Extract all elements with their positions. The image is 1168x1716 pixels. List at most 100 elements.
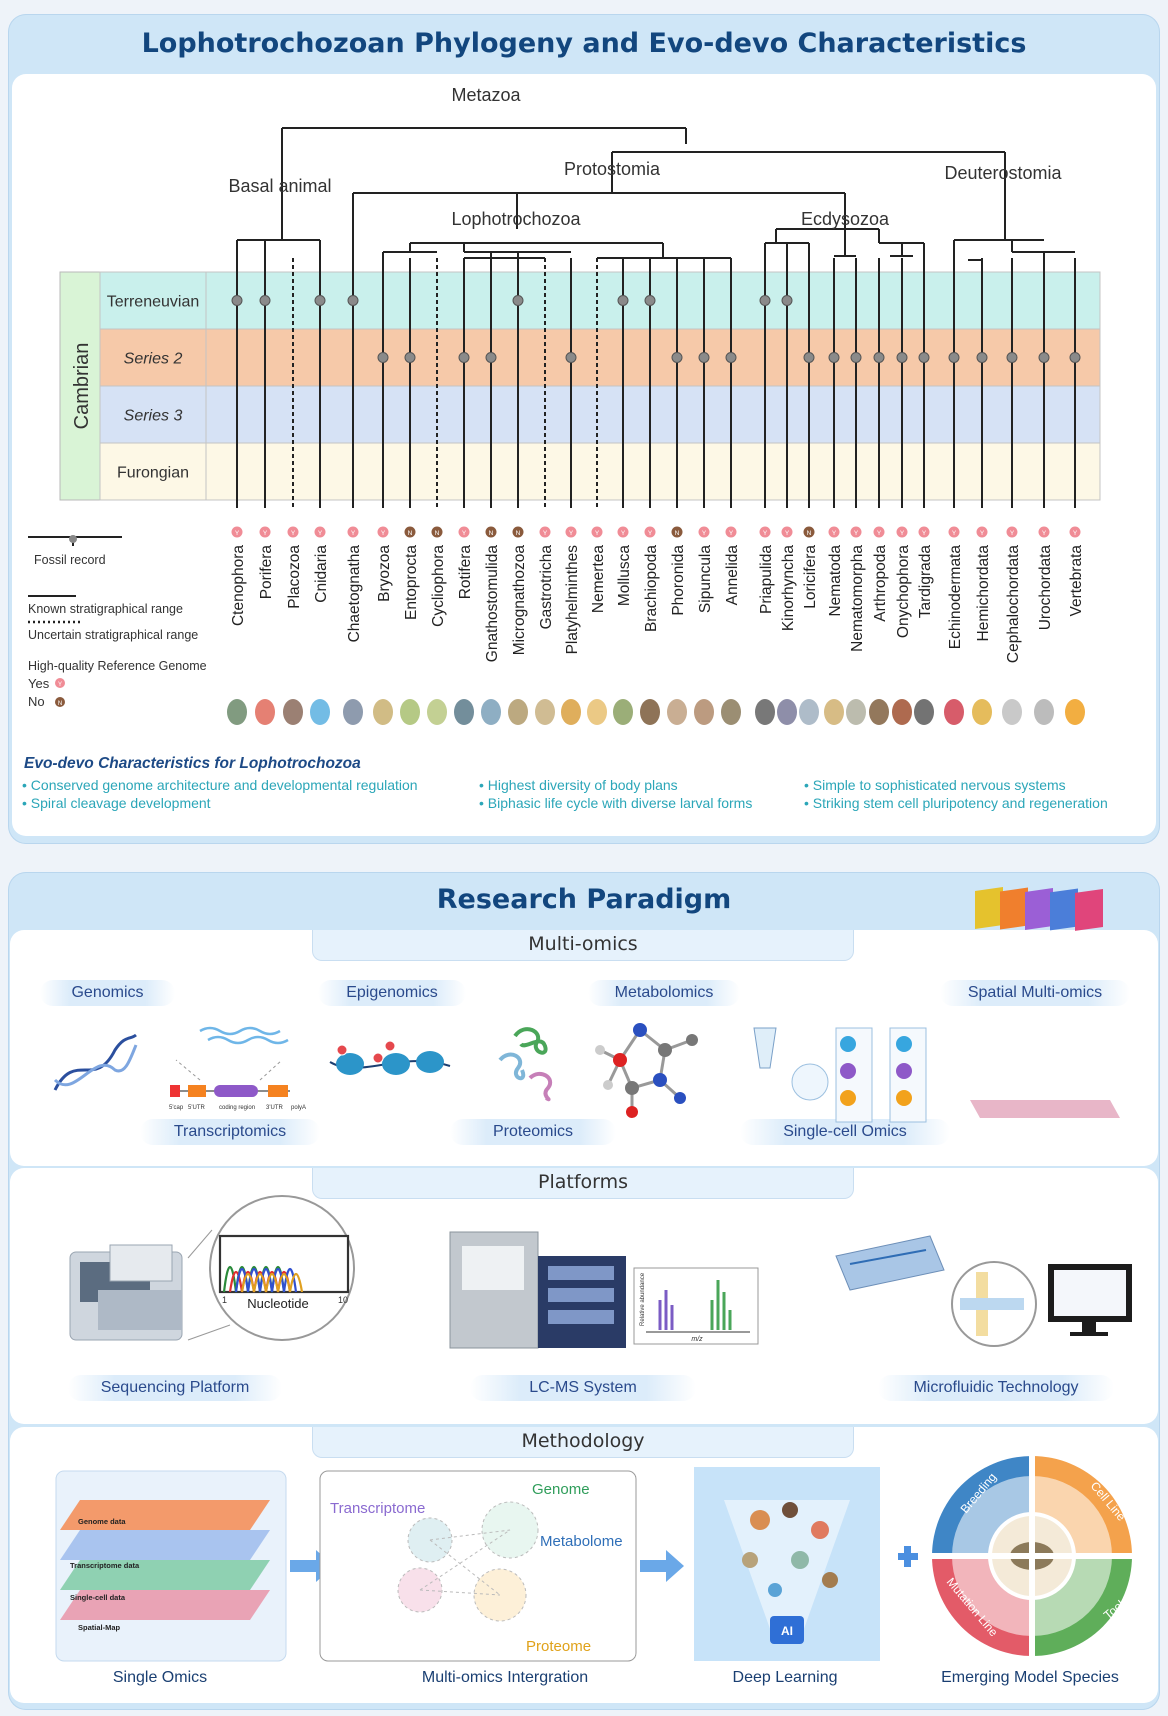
- yes-genome-marker-30: [1038, 526, 1050, 538]
- yes-marker-icon: [55, 678, 65, 688]
- genome-marker-label-27: Y: [952, 530, 957, 537]
- proteomics-pill: Proteomics: [450, 1119, 616, 1145]
- genome-marker-label-0: Y: [235, 530, 240, 537]
- genome-marker-label-31: Y: [1073, 530, 1078, 537]
- integration-caption: Multi-omics Intergration: [421, 1669, 589, 1686]
- epoch-band-2: [205, 385, 1101, 444]
- genome-marker-label-14: Y: [621, 530, 626, 537]
- epoch-label-1: Series 2: [124, 351, 183, 368]
- evodevo-title: Evo-devo Characteristics for Lophotrocho…: [24, 755, 361, 772]
- genome-marker-label-6: N: [408, 530, 413, 537]
- evodevo-item-3: Highest diversity of body plans: [479, 777, 678, 793]
- yes-genome-marker-28: [976, 526, 988, 538]
- yes-genome-marker-26: [918, 526, 930, 538]
- genome-marker-label-11: Y: [543, 530, 548, 537]
- genome-marker-label-7: N: [435, 530, 440, 537]
- yes-genome-marker-31: [1069, 526, 1081, 538]
- yes-genome-marker-20: [781, 526, 793, 538]
- yes-genome-marker-3: [314, 526, 326, 538]
- methodology-title: Methodology: [312, 1427, 854, 1458]
- taxon-label-9: Gnathostomulida: [484, 545, 501, 663]
- yes-genome-marker-15: [644, 526, 656, 538]
- taxon-label-11: Gastrotricha: [538, 545, 555, 630]
- organism-22-icon: [824, 699, 844, 725]
- taxon-label-23: Nematomorpha: [849, 545, 866, 652]
- yes-genome-marker-8: [458, 526, 470, 538]
- fossil-dot-22: [828, 352, 840, 363]
- yes-genome-marker-11: [539, 526, 551, 538]
- cambrian-label: Cambrian: [71, 343, 93, 430]
- organism-26-icon: [914, 699, 934, 725]
- taxon-label-12: Platyhelminthes: [564, 545, 581, 655]
- metabolomics-pill: Metabolomics: [588, 980, 740, 1006]
- fossil-dot-23: [850, 352, 862, 363]
- organism-1-icon: [255, 699, 275, 725]
- yes-genome-marker-18: [725, 526, 737, 538]
- yes-genome-marker-17: [698, 526, 710, 538]
- genome-marker-label-19: Y: [763, 530, 768, 537]
- fossil-marker-legend: [69, 535, 77, 543]
- fossil-dot-17: [698, 352, 710, 363]
- fossil-dot-26: [918, 352, 930, 363]
- spatial-pill: Spatial Multi-omics: [940, 980, 1130, 1006]
- taxon-label-28: Hemichordata: [975, 545, 992, 642]
- legend-uncertain: Uncertain stratigraphical range: [28, 628, 198, 642]
- phylogeny-title: Lophotrochozoan Phylogeny and Evo-devo C…: [141, 28, 1027, 59]
- genome-marker-label-8: Y: [462, 530, 467, 537]
- no-genome-marker-16: [671, 526, 683, 538]
- legend-genome: High-quality Reference Genome: [28, 659, 207, 673]
- genome-marker-label-2: Y: [291, 530, 296, 537]
- epoch-band-1: [205, 328, 1101, 387]
- organism-14-icon: [613, 699, 633, 725]
- epoch-label-2: Series 3: [124, 408, 183, 425]
- organism-9-icon: [481, 699, 501, 725]
- basal-label: Basal animal: [228, 176, 331, 196]
- taxon-label-22: Nematoda: [827, 545, 844, 617]
- organism-12-icon: [561, 699, 581, 725]
- legend-known: Known stratigraphical range: [28, 602, 183, 616]
- organism-3-icon: [310, 699, 330, 725]
- paradigm-title: Research Paradigm: [436, 884, 732, 915]
- taxon-label-30: Urochordata: [1037, 545, 1054, 631]
- fossil-dot-4: [347, 295, 359, 306]
- yes-genome-marker-5: [377, 526, 389, 538]
- microfluidic-pill: Microfluidic Technology: [878, 1375, 1114, 1401]
- yes-genome-marker-13: [591, 526, 603, 538]
- genome-marker-label-9: N: [489, 530, 494, 537]
- organism-28-icon: [972, 699, 992, 725]
- organism-31-icon: [1065, 699, 1085, 725]
- fossil-dot-3: [314, 295, 326, 306]
- organism-15-icon: [640, 699, 660, 725]
- genome-marker-label-10: N: [516, 530, 521, 537]
- taxon-label-21: Loricifera: [802, 545, 819, 609]
- fossil-dot-31: [1069, 352, 1081, 363]
- singlecell-pill: Single-cell Omics: [740, 1119, 950, 1145]
- methodology-section: [10, 1427, 1158, 1703]
- taxon-label-2: Placozoa: [286, 545, 303, 609]
- genome-marker-label-15: Y: [648, 530, 653, 537]
- fossil-dot-27: [948, 352, 960, 363]
- taxon-label-31: Vertebrata: [1068, 545, 1085, 617]
- taxon-label-17: Sipuncula: [697, 545, 714, 613]
- organism-icons: [227, 699, 1085, 725]
- evodevo-item-2: Spiral cleavage development: [22, 795, 211, 811]
- epigenomics-pill: Epigenomics: [318, 980, 466, 1006]
- organism-8-icon: [454, 699, 474, 725]
- organism-6-icon: [400, 699, 420, 725]
- metazoa-label: Metazoa: [451, 85, 521, 105]
- organism-27-icon: [944, 699, 964, 725]
- genome-marker-label-25: Y: [900, 530, 905, 537]
- taxon-label-7: Cycliophora: [430, 545, 447, 627]
- genome-marker-label-5: Y: [381, 530, 386, 537]
- epoch-cell-3: [99, 442, 207, 501]
- no-genome-marker-10: [512, 526, 524, 538]
- genome-marker-label-13: Y: [595, 530, 600, 537]
- fossil-dot-15: [644, 295, 656, 306]
- genome-marker-label-26: Y: [922, 530, 927, 537]
- organism-23-icon: [846, 699, 866, 725]
- yes-genome-marker-29: [1006, 526, 1018, 538]
- fossil-dot-25: [896, 352, 908, 363]
- fossil-dot-29: [1006, 352, 1018, 363]
